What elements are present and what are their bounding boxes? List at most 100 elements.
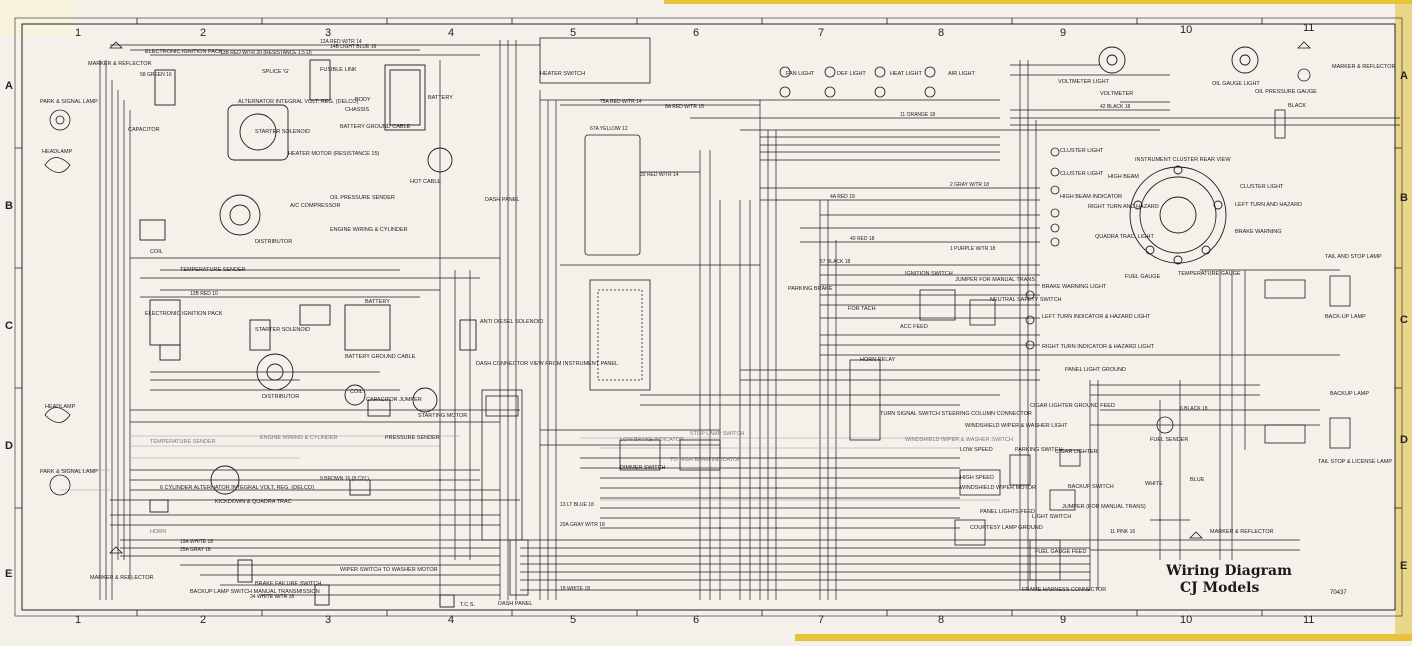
column-number: 4 <box>448 27 455 39</box>
column-number: 8 <box>938 614 945 626</box>
component-label: VOLTMETER <box>1100 91 1134 97</box>
component-label: CHASSIS <box>345 107 370 113</box>
component-label: CIGAR LIGHTER <box>1055 449 1098 455</box>
column-number: 4 <box>448 614 455 626</box>
component-label: TURN SIGNAL SWITCH STEERING COLUMN CONNE… <box>880 411 1032 417</box>
component-label: BRAKE WARNING LIGHT <box>1042 284 1107 290</box>
component-label: LIGHT SWITCH <box>1032 514 1072 520</box>
component-label: BACKUP SWITCH <box>1068 484 1114 490</box>
component-label: DISTRIBUTOR <box>262 394 300 400</box>
component-label: DIMMER SWITCH <box>620 465 666 471</box>
component-label: WHITE <box>1145 481 1163 487</box>
component-label: SPLICE 'G' <box>262 69 290 75</box>
component-label: WINDSHIELD WIPER & WASHER LIGHT <box>965 423 1068 429</box>
component-label: JUMPER FOR MANUAL TRANS <box>955 277 1036 283</box>
wire-label: 13B RED W/TR 20 (RESISTANCE 1.5 Ω) <box>220 50 312 56</box>
component-label: BATTERY GROUND CABLE <box>345 354 416 360</box>
wire-label: 67A YELLOW 12 <box>590 126 628 132</box>
component-label: PARK & SIGNAL LAMP <box>40 469 98 475</box>
component-label: ALTERNATOR INTEGRAL VOLT. REG. (DELCO) <box>238 99 359 105</box>
row-letter: A <box>5 80 13 92</box>
component-label: TO HIGH BEAM INDICATOR <box>670 457 742 463</box>
wire-label: 58 GREEN 16 <box>140 72 172 78</box>
wire-label: 40 RED 18 <box>850 236 875 242</box>
component-label: LOW BRAKE INDICATOR <box>620 437 684 443</box>
engine-components <box>139 59 477 608</box>
component-label: STARTER SOLENOID <box>255 327 311 333</box>
row-letter: A <box>1400 70 1408 82</box>
wire-label: 11 PINK 16 <box>1110 529 1135 535</box>
component-label: CLUSTER LIGHT <box>1240 184 1284 190</box>
wire-label: 2 GRAY W/TR 18 <box>950 182 989 188</box>
component-label: CLUSTER LIGHT <box>1060 148 1104 154</box>
wire-label: 34 WHITE W/TR 18 <box>250 594 294 600</box>
diagram-title: Wiring Diagram <box>1166 563 1292 579</box>
component-label: FUSIBLE LINK <box>320 67 357 73</box>
component-label: HEAT LIGHT <box>890 71 922 77</box>
wire-label: 11 ORANGE 18 <box>900 112 935 118</box>
component-label: HOT CABLE <box>410 179 442 185</box>
component-label: JUMPER (FOR MANUAL TRANS) <box>1062 504 1146 510</box>
row-letter: D <box>1400 434 1408 446</box>
wire-label: 13 LT BLUE 18 <box>560 502 594 508</box>
row-letter: B <box>1400 192 1408 204</box>
wire-label: 4A RED 18 <box>830 194 855 200</box>
component-label: WINDSHIELD WIPER & WASHER SWITCH <box>905 437 1013 443</box>
component-label: HIGH BEAM <box>1108 174 1139 180</box>
wire-label: 19A WHITE 18 <box>180 539 213 545</box>
component-label: BATTERY <box>428 95 453 101</box>
column-number: 3 <box>325 614 332 626</box>
component-label: TEMPERATURE SENDER <box>180 267 246 273</box>
component-label: RIGHT TURN INDICATOR & HAZARD LIGHT <box>1042 344 1155 350</box>
component-label: WINDSHIELD WIPER MOTOR <box>960 485 1036 491</box>
component-label: FUEL GAUGE FEED <box>1035 549 1087 555</box>
component-label: CIGAR LIGHTER GROUND FEED <box>1030 403 1115 409</box>
component-label: DASH PANEL <box>498 601 533 607</box>
component-label: WIPER SWITCH TO WASHER MOTOR <box>340 567 438 573</box>
component-label: HEADLAMP <box>42 149 73 155</box>
component-label: STARTING MOTOR <box>418 413 468 419</box>
component-label: CLUSTER LIGHT <box>1060 171 1104 177</box>
component-label: FUEL GAUGE <box>1125 274 1161 280</box>
component-label: IGNITION SWITCH <box>905 271 953 277</box>
component-label: HIGH SPEED <box>960 475 994 481</box>
component-label: DEF LIGHT <box>837 71 866 77</box>
column-number: 6 <box>693 614 700 626</box>
wire-label: 12B RED 10 <box>190 291 218 297</box>
component-label: LEFT TURN AND HAZARD <box>1235 202 1303 208</box>
component-label: VOLTMETER LIGHT <box>1058 79 1109 85</box>
wire-runs <box>99 40 1400 600</box>
component-label: FAN LIGHT <box>786 71 815 77</box>
component-label: MARKER & REFLECTOR <box>1332 64 1396 70</box>
component-label: OIL PRESSURE SENDER <box>330 195 395 201</box>
ghost-wires <box>60 435 1000 501</box>
border-frame <box>14 17 1403 617</box>
component-label: BLACK <box>1288 103 1307 109</box>
component-label: CAPACITOR JUMPER <box>366 397 422 403</box>
component-label: OIL PRESSURE GAUGE <box>1255 89 1317 95</box>
component-label: PANEL LIGHTS FEED <box>980 509 1036 515</box>
component-label: PANEL LIGHT GROUND <box>1065 367 1127 373</box>
wire-label: 25A GRAY 18 <box>180 547 211 553</box>
component-label: NEUTRAL SAFETY SWITCH <box>990 297 1062 303</box>
diagram-subtitle: CJ Models <box>1180 580 1260 596</box>
component-label: ACC FEED <box>900 324 928 330</box>
component-label: STARTER SOLENOID <box>255 129 311 135</box>
wire-label: 33 RED W/TR 14 <box>640 172 679 178</box>
component-label: CAPACITOR <box>128 127 160 133</box>
component-label: DISTRIBUTOR <box>255 239 293 245</box>
component-label: PARK & SIGNAL LAMP <box>40 99 98 105</box>
column-number: 10 <box>1180 24 1193 36</box>
component-label: T.C.S. <box>460 602 475 608</box>
row-letter: C <box>5 320 13 332</box>
component-label: FUEL SENDER <box>1150 437 1189 443</box>
wire-label: 18 WHITE 18 <box>560 586 590 592</box>
component-label: HEATER SWITCH <box>540 71 586 77</box>
component-label: MARKER & REFLECTOR <box>88 61 152 67</box>
column-number: 5 <box>570 614 577 626</box>
column-number: 7 <box>818 614 825 626</box>
component-label: BRAKE WARNING <box>1235 229 1282 235</box>
component-label: ENGINE WIRING & CYLINDER <box>260 435 338 441</box>
wire-label: 42 BLACK 18 <box>1100 104 1131 110</box>
component-label: OIL GAUGE LIGHT <box>1212 81 1260 87</box>
